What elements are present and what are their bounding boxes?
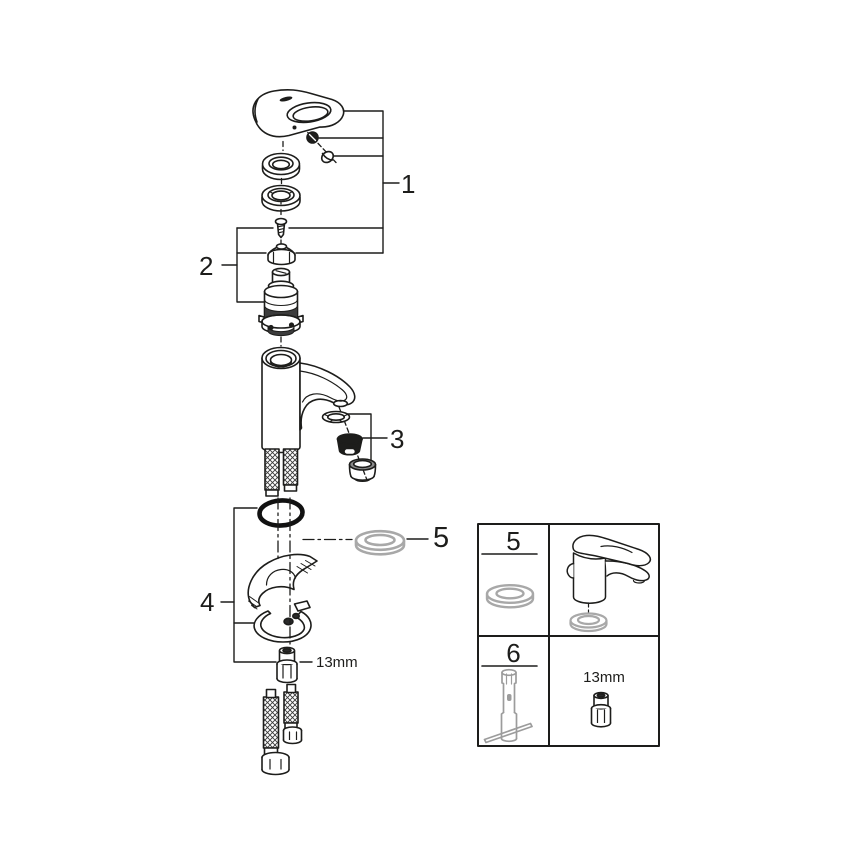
mounting-wedge-icon [247,553,318,610]
inset-nut-icon [590,691,612,728]
hose-assembly-icon [261,683,303,776]
supply-hoses-icon [264,448,299,497]
aerator-insert-icon [336,433,363,456]
o-ring-icon [257,498,305,528]
callout-1-label: 1 [401,169,416,199]
inset-item-5-label: 5 [506,526,521,556]
lever-handle-icon [252,88,345,138]
callout-3-label: 3 [390,424,405,454]
callout-lines [220,110,429,663]
centerlines [277,497,353,645]
cartridge-icon [258,267,304,337]
handle-plug-icon [320,150,335,164]
inset-faucet-icon [566,534,652,615]
handle-screw-icon [306,131,319,144]
inset-box [477,523,660,747]
faucet-body-icon [261,346,356,454]
inset-wrench-size-label: 13mm [583,669,625,686]
base-gasket-icon [354,529,406,556]
callout-5-label: 5 [433,522,450,554]
inset-gasket-icon [485,584,535,609]
mounting-tool-icon [483,668,533,744]
wrench-size-label: 13mm [316,654,358,671]
aerator-washer-icon [321,410,351,424]
horseshoe-washer-icon [253,600,312,643]
fixing-screw-icon [274,217,288,239]
mounting-ring-icon [261,184,301,212]
mounting-nut-icon [276,646,298,684]
inset-item-6-label: 6 [506,638,521,668]
aerator-housing-icon [348,458,377,482]
escutcheon-cap-icon [261,152,301,181]
callout-2-label: 2 [199,251,214,281]
callout-4-label: 4 [200,587,215,617]
inset-faucet-gasket-icon [569,612,608,633]
cap-nut-icon [267,243,296,266]
